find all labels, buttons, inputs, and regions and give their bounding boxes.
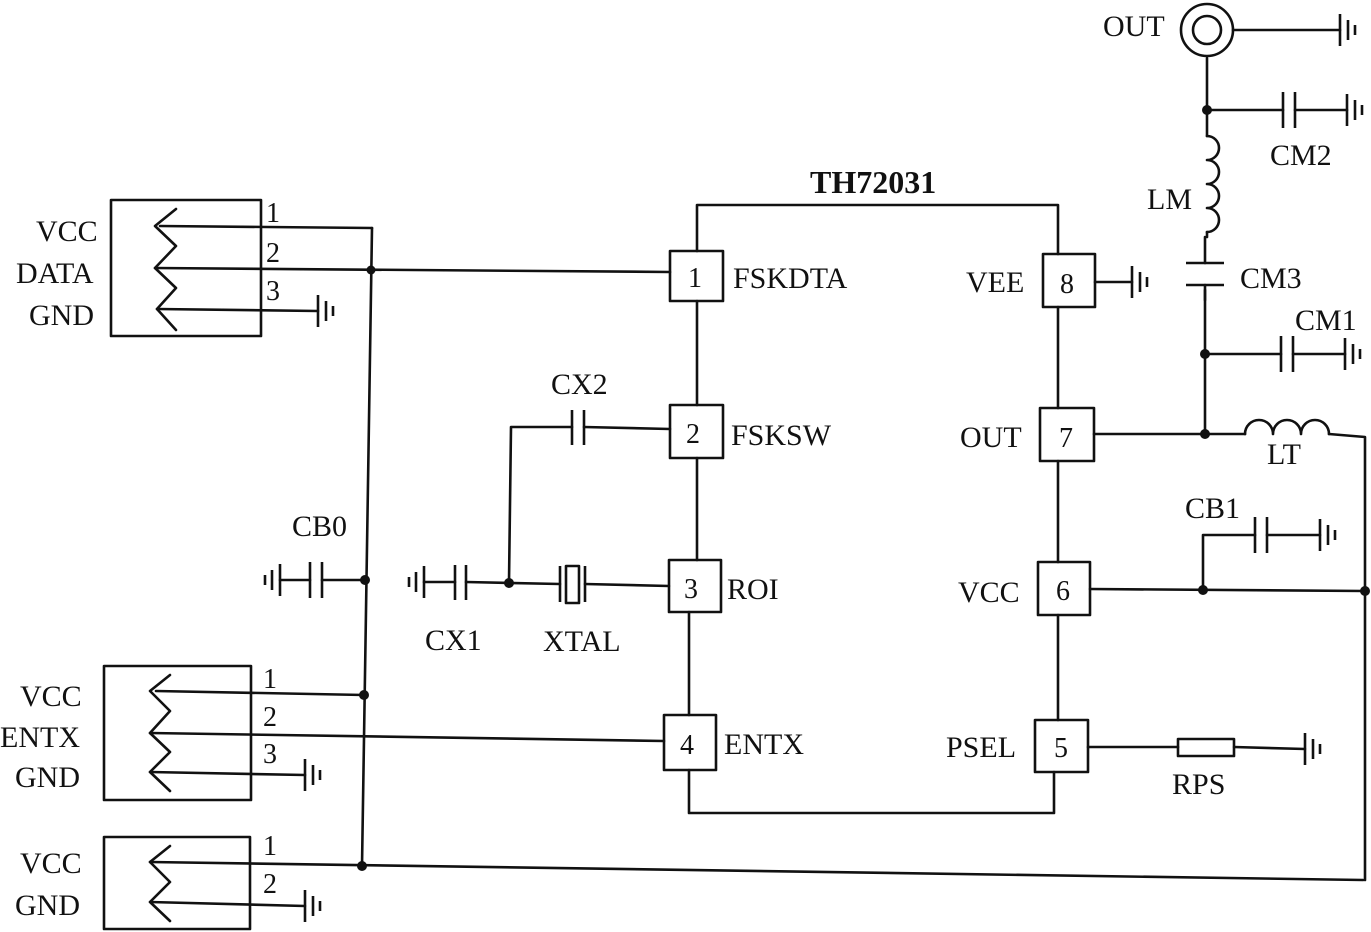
connector-3-label-gnd: GND xyxy=(15,889,80,922)
ground-icon xyxy=(1130,264,1149,300)
connector-1-pin-3: 3 xyxy=(266,276,280,307)
pin-4: 4 ENTX xyxy=(662,713,804,772)
resistor-rps xyxy=(1176,737,1236,758)
pin-2: 2 FSKSW xyxy=(668,403,832,460)
pin-5: 5 PSEL xyxy=(946,718,1090,774)
pin-4-number: 4 xyxy=(680,730,694,761)
connector-3-label-vcc: VCC xyxy=(20,847,82,880)
ground-icon xyxy=(1303,731,1322,767)
connector-2-pin-2: 2 xyxy=(263,702,277,733)
label-cm1: CM1 xyxy=(1295,304,1357,337)
ground-icon xyxy=(1345,92,1364,128)
label-out-connector: OUT xyxy=(1103,10,1165,43)
pin-5-label: PSEL xyxy=(946,731,1016,764)
vcc-rail xyxy=(360,226,374,868)
pin-8: 8 VEE xyxy=(966,252,1097,309)
pin-8-label: VEE xyxy=(966,266,1024,299)
pin-3-number: 3 xyxy=(684,574,698,605)
junctions xyxy=(357,105,1370,871)
ground-icon xyxy=(303,757,322,793)
connector-1-pin-2: 2 xyxy=(266,238,280,269)
label-rps: RPS xyxy=(1172,768,1225,801)
label-cm3: CM3 xyxy=(1240,262,1302,295)
ground-icon xyxy=(1318,517,1337,553)
ground-icon xyxy=(1343,336,1362,372)
crystal-xtal: XTAL xyxy=(543,564,671,658)
ground-icon xyxy=(316,293,335,329)
pin-7-number: 7 xyxy=(1059,423,1073,454)
capacitor-cb0: CB0 xyxy=(263,510,367,598)
connector-1-pin-1: 1 xyxy=(266,198,280,229)
label-lm: LM xyxy=(1147,183,1192,216)
connector-1-label-data: DATA xyxy=(16,257,94,290)
connector-2-label-vcc: VCC xyxy=(20,680,82,713)
label-cb1: CB1 xyxy=(1185,492,1240,525)
connector-2-label-gnd: GND xyxy=(15,761,80,794)
chip-title: TH72031 xyxy=(810,164,936,200)
pin-1-label: FSKDTA xyxy=(733,262,848,295)
connector-3: VCC GND 1 2 xyxy=(15,831,1365,931)
output-network: LT CM3 CM1 LM CM2 OUT xyxy=(1092,2,1367,882)
pin-7: 7 OUT xyxy=(960,406,1096,463)
vcc-decoupling: CB1 xyxy=(1088,492,1367,593)
pin-5-number: 5 xyxy=(1054,733,1068,764)
pin-4-label: ENTX xyxy=(724,728,804,761)
pin-2-number: 2 xyxy=(686,419,700,450)
pin-6-label: VCC xyxy=(958,576,1020,609)
pin-8-number: 8 xyxy=(1060,269,1074,300)
connector-2: VCC ENTX GND 1 2 3 xyxy=(0,664,666,802)
pin-3-label: ROI xyxy=(727,573,779,606)
capacitor-cx2: CX2 xyxy=(507,368,672,584)
pin-1: 1 FSKDTA xyxy=(668,249,848,303)
connector-2-pin-1: 1 xyxy=(263,664,277,695)
ground-icon xyxy=(303,888,322,924)
connector-1-label-vcc: VCC xyxy=(36,215,98,248)
ground-icon xyxy=(1338,12,1357,48)
label-cx1: CX1 xyxy=(425,624,482,657)
ic-body xyxy=(687,203,1060,815)
connector-3-pin-2: 2 xyxy=(263,869,277,900)
label-xtal: XTAL xyxy=(543,625,621,658)
pin-7-label: OUT xyxy=(960,421,1022,454)
label-cm2: CM2 xyxy=(1270,139,1332,172)
vee-ground xyxy=(1093,264,1149,300)
connector-3-pin-1: 1 xyxy=(263,831,277,862)
pin-6-number: 6 xyxy=(1056,576,1070,607)
label-lt: LT xyxy=(1267,438,1301,471)
label-cb0: CB0 xyxy=(292,510,347,543)
label-cx2: CX2 xyxy=(551,368,608,401)
connector-1-label-gnd: GND xyxy=(29,299,94,332)
pin-3: 3 ROI xyxy=(667,558,779,614)
pin-6: 6 VCC xyxy=(958,560,1092,617)
connector-2-pin-3: 3 xyxy=(263,739,277,770)
connector-2-label-entx: ENTX xyxy=(0,721,80,754)
connector-1: VCC DATA GND 1 2 3 xyxy=(16,198,672,338)
capacitor-cx1: CX1 xyxy=(407,565,562,657)
coax-connector-icon xyxy=(1179,2,1235,58)
psel-resistor: RPS xyxy=(1086,731,1322,801)
pin-1-number: 1 xyxy=(688,263,702,294)
pin-2-label: FSKSW xyxy=(731,419,832,452)
